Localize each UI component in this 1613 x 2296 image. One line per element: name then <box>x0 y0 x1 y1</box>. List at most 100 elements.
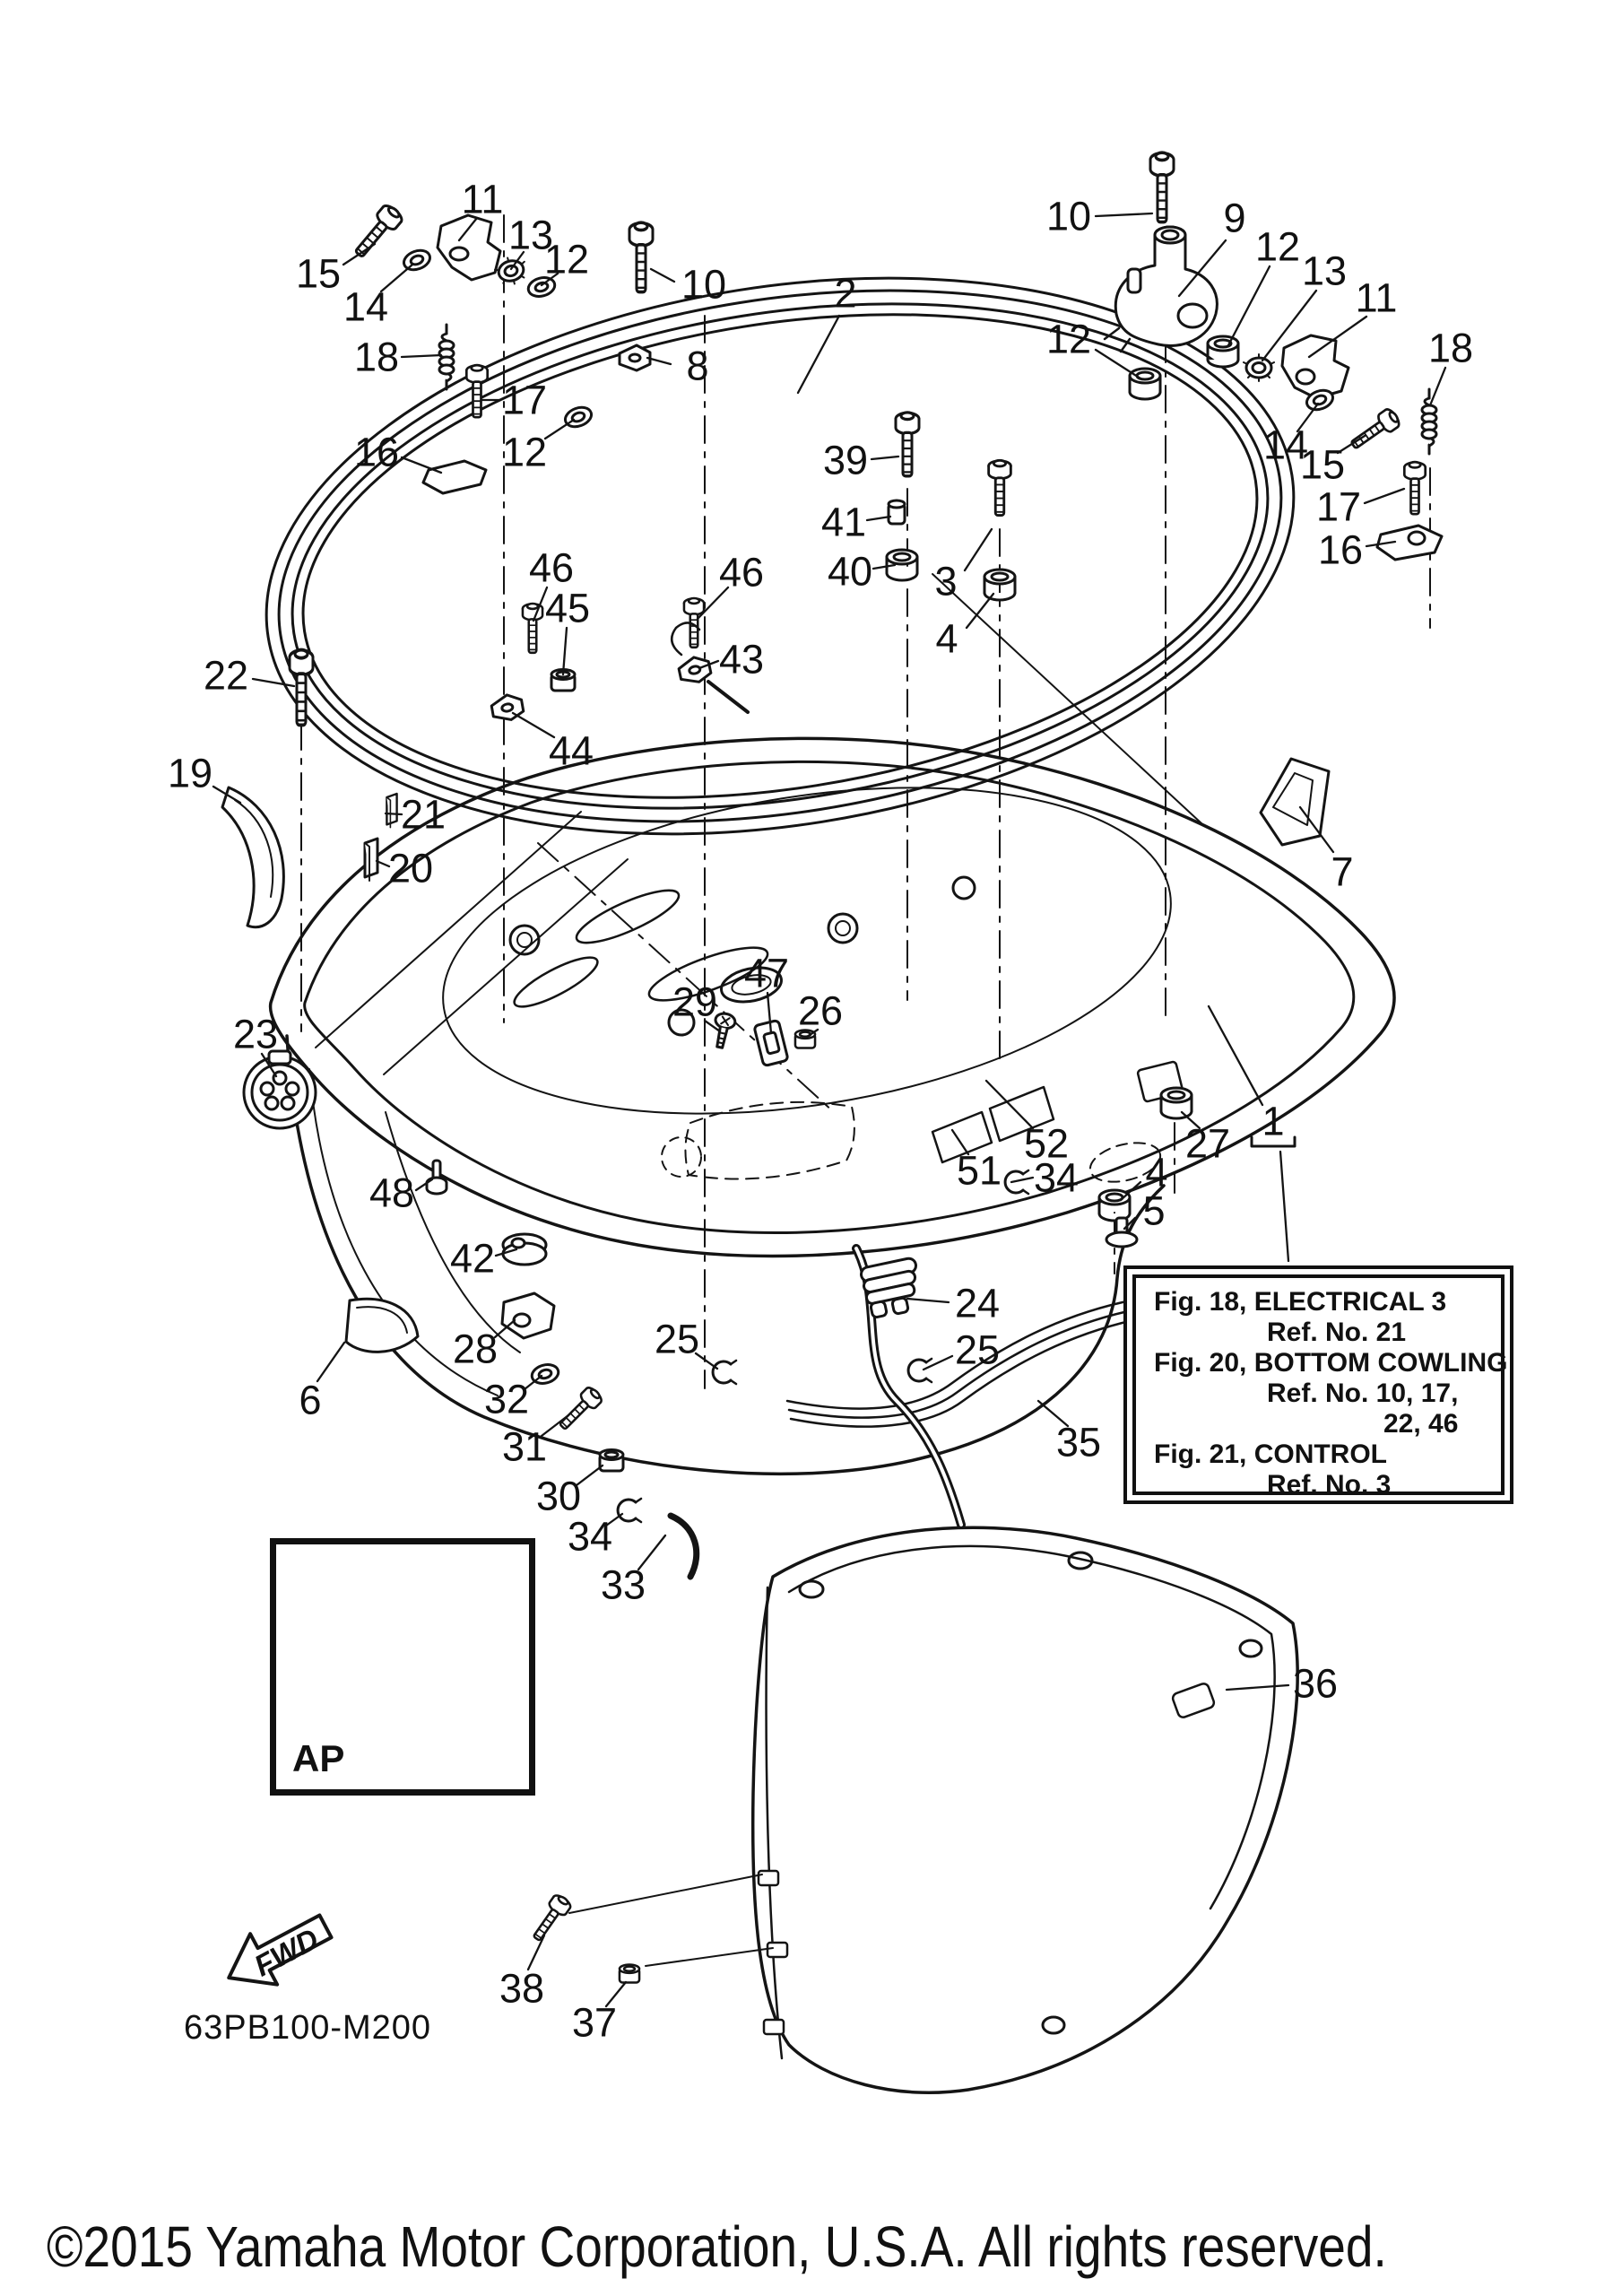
reference-note-inner: Fig. 18, ELECTRICAL 3 Ref. No. 21 Fig. 2… <box>1132 1274 1508 1500</box>
callout-12: 12 <box>1254 223 1301 270</box>
callout-10: 10 <box>681 261 727 308</box>
callout-15: 15 <box>295 250 342 297</box>
callout-37: 37 <box>571 1999 618 2046</box>
ap-inset-label: AP <box>292 1737 345 1779</box>
callout-51: 51 <box>956 1147 1002 1194</box>
callout-7: 7 <box>1331 848 1354 895</box>
callout-29: 29 <box>672 978 718 1025</box>
plug-5-icon <box>1105 1216 1139 1248</box>
bracket-28-icon <box>500 1292 556 1340</box>
callout-43: 43 <box>718 636 765 683</box>
callout-14: 14 <box>1262 422 1309 468</box>
callout-38: 38 <box>499 1965 545 2012</box>
callout-12: 12 <box>1045 316 1092 362</box>
callout-12: 12 <box>501 429 548 475</box>
leader-lines <box>212 212 1447 2008</box>
hose-33-icon <box>667 1512 700 1580</box>
callout-11: 11 <box>1355 274 1398 321</box>
callout-27: 27 <box>1184 1120 1231 1167</box>
callout-19: 19 <box>167 750 213 796</box>
callout-45: 45 <box>544 585 591 631</box>
plate-16-left-icon <box>421 459 488 495</box>
ref-line-2: Ref. No. 21 <box>1267 1318 1407 1347</box>
top-seal-ring-part2 <box>264 276 1296 836</box>
callout-32: 32 <box>483 1376 530 1422</box>
callout-31: 31 <box>501 1423 548 1470</box>
callout-18: 18 <box>353 334 400 380</box>
callout-46: 46 <box>528 544 575 591</box>
bottom-cowling-part1 <box>268 736 1396 1476</box>
callout-5: 5 <box>1142 1187 1166 1234</box>
callout-48: 48 <box>369 1170 415 1216</box>
pin-41-icon <box>887 499 906 526</box>
callout-9: 9 <box>1223 195 1246 241</box>
ref-line-5: 22, 46 <box>1383 1409 1459 1439</box>
cover-6-icon <box>344 1297 420 1353</box>
callout-40: 40 <box>827 548 873 595</box>
callout-22: 22 <box>203 652 249 699</box>
fwd-arrow <box>227 1913 334 1987</box>
callout-46: 46 <box>718 549 765 596</box>
ref-line-1: Fig. 18, ELECTRICAL 3 <box>1154 1287 1447 1317</box>
callout-39: 39 <box>822 437 869 483</box>
callout-4: 4 <box>1145 1149 1168 1196</box>
connector-23-icon <box>242 1049 317 1130</box>
callout-26: 26 <box>797 987 844 1034</box>
callout-30: 30 <box>535 1473 582 1519</box>
callout-1: 1 <box>1262 1098 1285 1144</box>
drawing-part-code: 63PB100-M200 <box>184 2009 432 2047</box>
callout-21: 21 <box>400 791 447 838</box>
callout-33: 33 <box>600 1561 646 1608</box>
ap-inset-box: AP <box>270 1538 535 1796</box>
callout-18: 18 <box>1427 325 1474 371</box>
callout-2: 2 <box>834 270 857 317</box>
callout-35: 35 <box>1055 1419 1102 1465</box>
callout-28: 28 <box>452 1326 499 1372</box>
callout-8: 8 <box>686 343 709 389</box>
boot-24-icon <box>860 1257 917 1319</box>
callout-52: 52 <box>1023 1120 1070 1167</box>
projection-lines <box>315 573 1202 1967</box>
callout-25: 25 <box>954 1326 1001 1373</box>
callout-47: 47 <box>743 950 790 996</box>
center-lines <box>300 214 1431 1389</box>
callout-13: 13 <box>507 212 554 258</box>
clamp-11-left-icon <box>436 213 502 282</box>
callout-25: 25 <box>654 1316 700 1362</box>
callout-17: 17 <box>1315 483 1362 530</box>
copyright-footer: ©2015 Yamaha Motor Corporation, U.S.A. A… <box>47 2214 1387 2279</box>
callout-3: 3 <box>934 558 958 604</box>
callout-16: 16 <box>353 429 400 475</box>
ref-line-4: Ref. No. 10, 17, <box>1267 1378 1459 1408</box>
callout-34: 34 <box>1033 1154 1080 1201</box>
callout-23: 23 <box>232 1011 279 1057</box>
callout-15: 15 <box>1299 441 1346 488</box>
ref-line-3: Fig. 20, BOTTOM COWLING <box>1154 1348 1508 1378</box>
cover-19-icon <box>221 786 285 928</box>
callout-36: 36 <box>1292 1660 1339 1707</box>
callout-42: 42 <box>449 1235 496 1282</box>
callout-11: 11 <box>461 176 504 222</box>
pump-9-icon <box>1103 225 1218 353</box>
clamp-43-icon <box>670 622 750 714</box>
ref-line-6: Fig. 21, CONTROL <box>1154 1439 1388 1469</box>
callout-12: 12 <box>543 236 590 283</box>
callout-24: 24 <box>954 1280 1001 1326</box>
plate-47-icon <box>753 1019 789 1067</box>
callout-34: 34 <box>567 1513 613 1560</box>
callout-6: 6 <box>299 1377 322 1423</box>
callout-10: 10 <box>1045 193 1092 239</box>
callout-20: 20 <box>387 845 434 891</box>
ref-line-7: Ref. No. 3 <box>1267 1470 1392 1500</box>
callout-14: 14 <box>343 283 389 330</box>
callout-4: 4 <box>935 615 958 662</box>
callout-17: 17 <box>501 377 548 423</box>
callout-13: 13 <box>1301 248 1348 294</box>
reference-note-box: Fig. 18, ELECTRICAL 3 Ref. No. 21 Fig. 2… <box>1123 1265 1513 1504</box>
lower-cover-part36 <box>750 1526 1299 2094</box>
callout-1-bracket <box>1250 1135 1296 1148</box>
callout-16: 16 <box>1317 526 1364 573</box>
